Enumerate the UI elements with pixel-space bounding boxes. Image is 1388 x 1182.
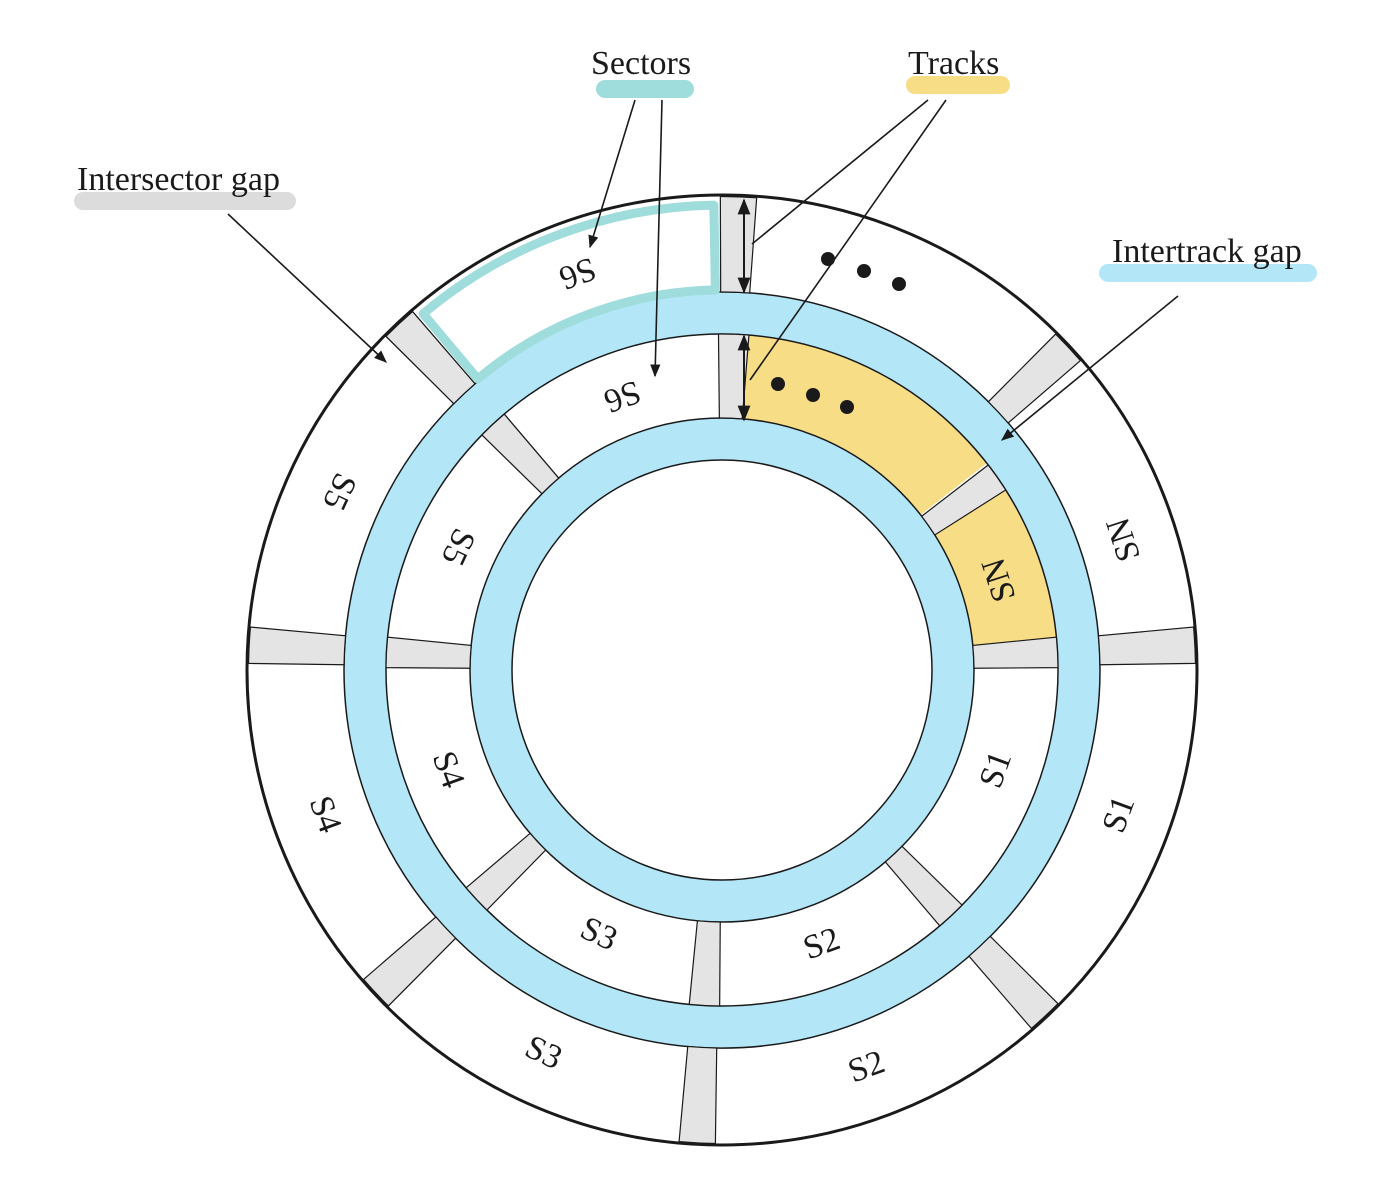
intersector-gap-inner-4 (385, 636, 472, 669)
sectors-label: Sectors (591, 45, 692, 82)
intersector-gap-outer-8 (987, 333, 1082, 424)
intersector-gap-leader (227, 213, 387, 363)
ellipsis-dot-2 (892, 277, 906, 291)
ellipsis-dot-5 (840, 400, 854, 414)
intersector-gap-inner-2 (688, 920, 721, 1007)
intersector-gap-outer-0 (1097, 626, 1197, 666)
sectors-leader-1 (588, 99, 636, 249)
ellipsis-dot-3 (771, 377, 785, 391)
intersector-gap-inner-1 (884, 845, 963, 927)
intersector-gap-inner-6 (481, 413, 560, 495)
highlighted-track-segment (722, 334, 987, 515)
tracks-leader-2 (749, 99, 947, 381)
ellipsis-dot-4 (806, 388, 820, 402)
intertrack-gap-ring-inner (469, 417, 975, 923)
overlays (418, 198, 906, 422)
tracks-label: Tracks (908, 45, 1000, 82)
intertrack-gap-leader (1001, 295, 1179, 441)
intersector-gap-inner-8 (920, 464, 1007, 536)
callout-lines (227, 99, 1179, 441)
sectors-leader-2 (650, 99, 663, 378)
intersector-gap-outer-7 (719, 195, 758, 294)
highlighted-sector-outline (418, 200, 720, 384)
sectors-label-bar (596, 80, 694, 98)
intersector-gap-label-bar (74, 192, 296, 210)
intersector-gap-outer-1 (968, 935, 1059, 1030)
intersector-gap-label: Intersector gap (77, 161, 280, 198)
ellipsis-dot-0 (821, 252, 835, 266)
intersector-gap-outer-4 (247, 626, 347, 666)
ellipsis-dot-1 (857, 264, 871, 278)
intersector-gap-outer-3 (362, 916, 457, 1007)
intertrack-gap-label-bar (1099, 264, 1317, 282)
intersector-gap-inner-0 (972, 636, 1059, 669)
intersector-gap-outer-2 (678, 1045, 718, 1145)
intertrack-gap-label: Intertrack gap (1112, 233, 1302, 270)
tracks-label-bar (906, 76, 1010, 94)
tracks-leader-1 (751, 99, 929, 245)
intersector-gap-outer-6 (385, 310, 476, 405)
intersector-gap-inner-3 (465, 832, 547, 911)
